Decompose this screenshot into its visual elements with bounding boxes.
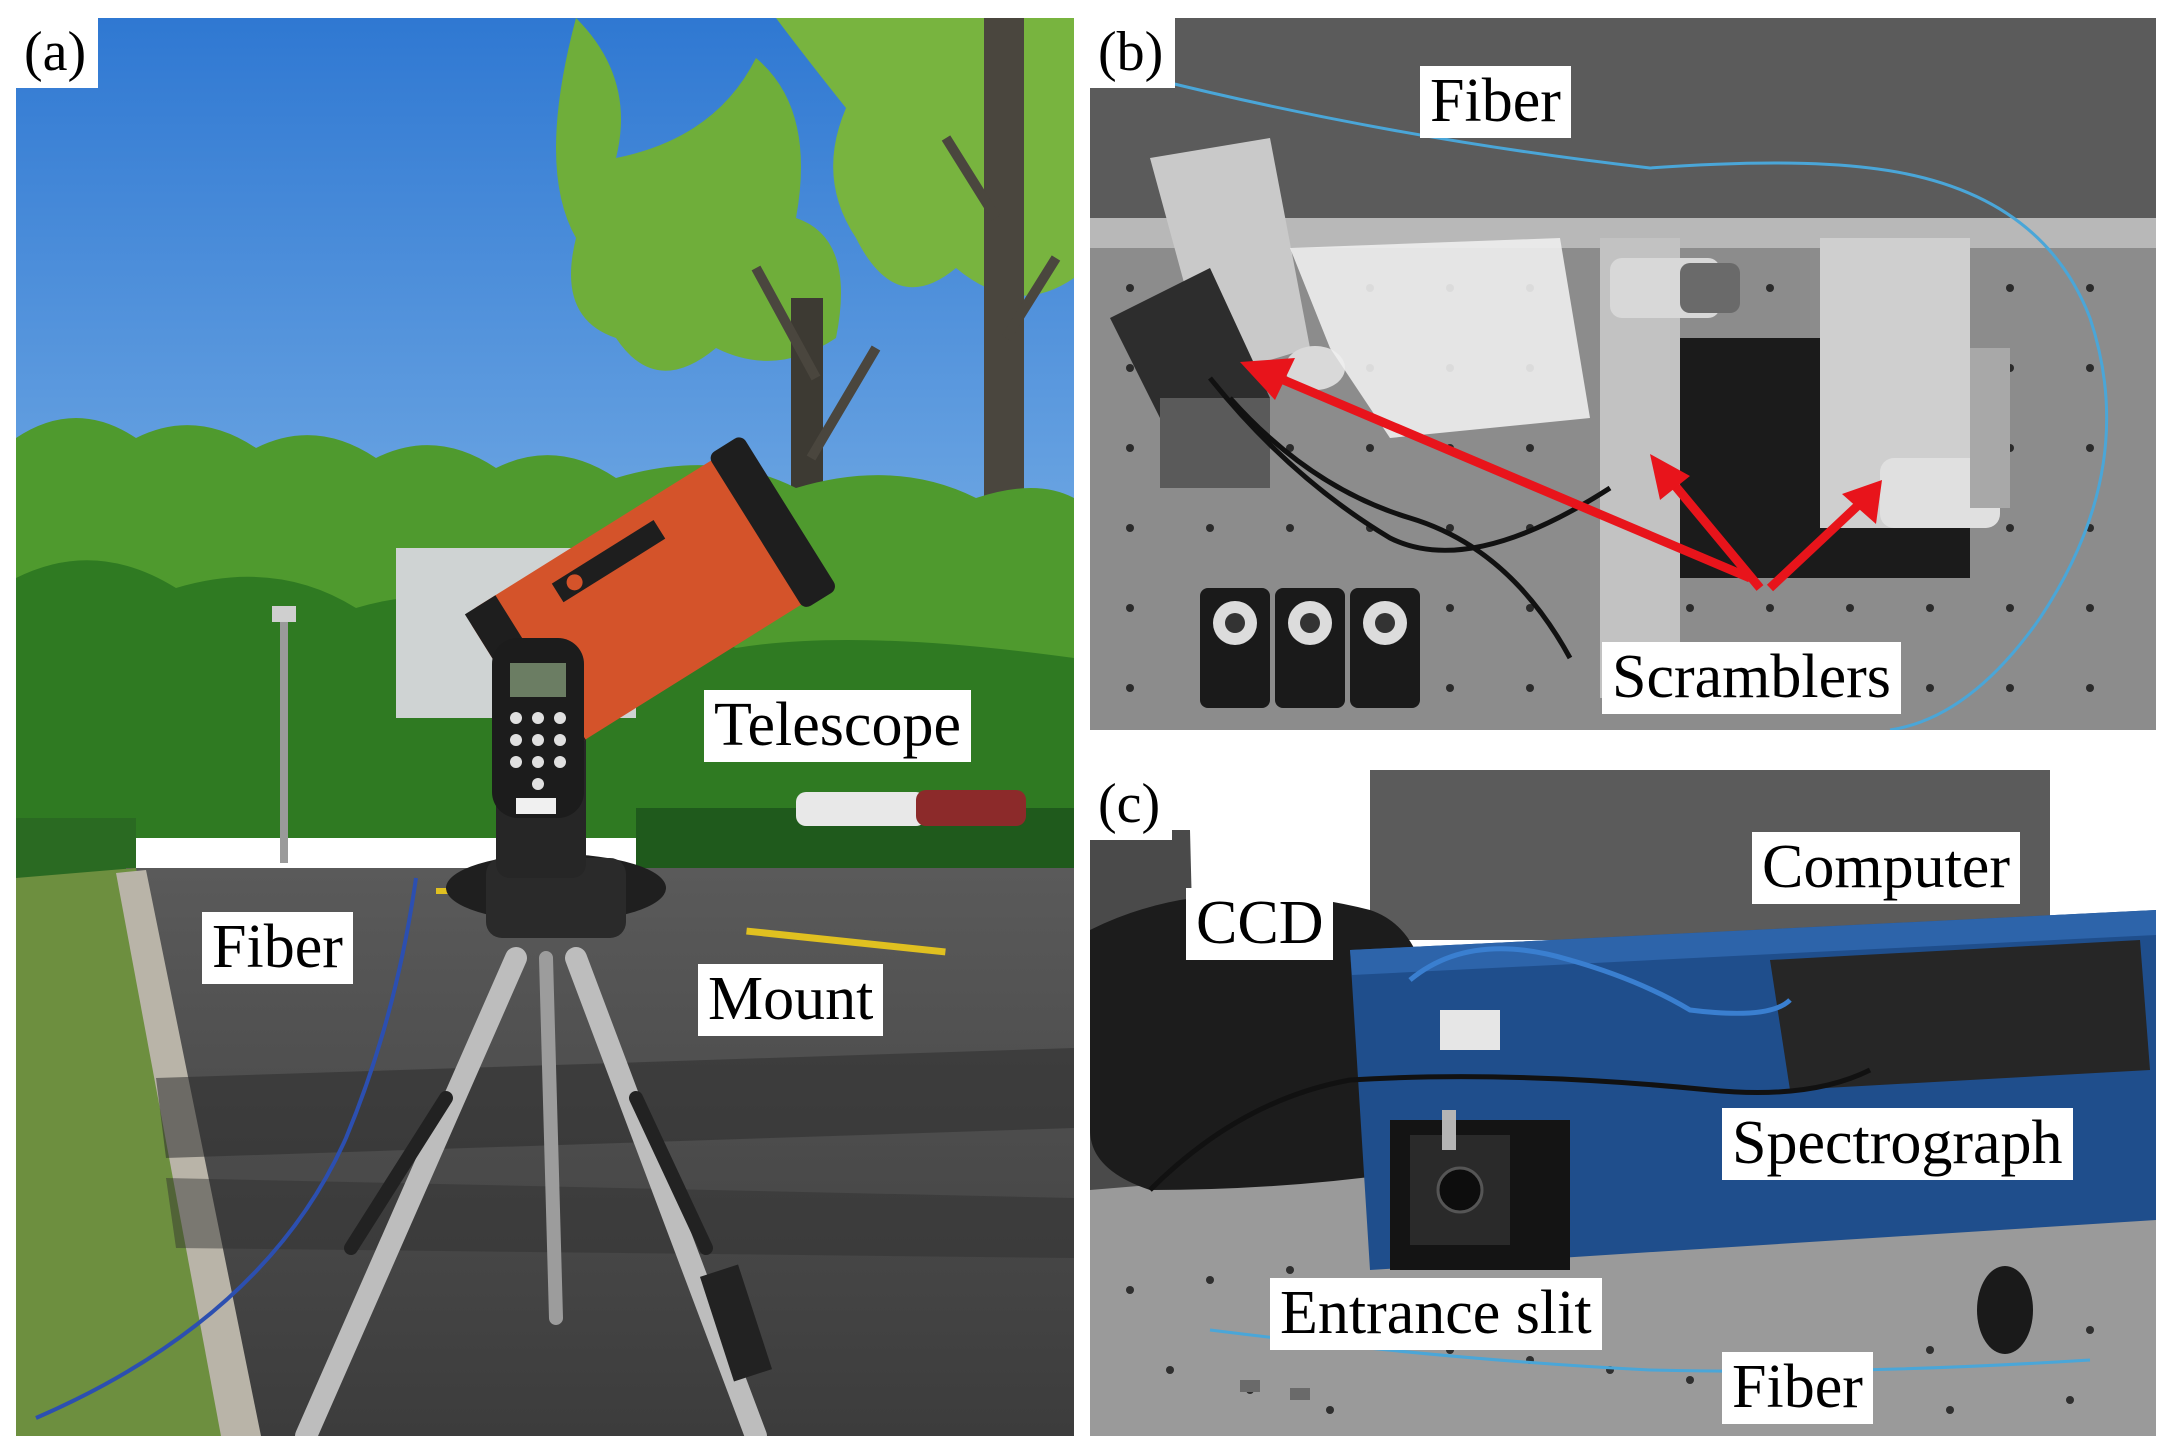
fiber-cable — [35, 877, 418, 1420]
entrance-slit-module — [1390, 1110, 1570, 1270]
scrambler-rig-2 — [1820, 238, 2010, 528]
fiber-label-b: Fiber — [1420, 66, 1571, 138]
tall-trees — [556, 18, 1074, 818]
panel-c-spectrograph-photo: (c) Computer CCD Spectrograph Entrance s… — [1090, 770, 2156, 1436]
scrambler-setup-illustration — [1090, 18, 2156, 730]
laptop — [1770, 940, 2150, 1090]
motor-controllers — [1200, 588, 1420, 708]
parked-car — [796, 792, 926, 826]
hand-controller — [492, 638, 584, 818]
paper-sheet — [1290, 238, 1590, 438]
mount-label: Mount — [698, 964, 884, 1036]
entrance-slit-label: Entrance slit — [1270, 1278, 1602, 1350]
fiber-label-a: Fiber — [202, 912, 353, 984]
fiber-label-c: Fiber — [1722, 1352, 1873, 1424]
ccd-label: CCD — [1186, 888, 1334, 960]
panel-b-letter: (b) — [1090, 18, 1176, 88]
outdoor-scene-illustration — [16, 18, 1074, 1436]
scramblers-label: Scramblers — [1602, 642, 1901, 714]
computer-label: Computer — [1752, 832, 2020, 904]
scrambler-arrows — [1240, 358, 1882, 592]
lamp-post — [280, 618, 288, 863]
tripod — [295, 947, 773, 1436]
grass-verge — [16, 868, 246, 1436]
spectrograph-label: Spectrograph — [1722, 1108, 2073, 1180]
panel-a-letter: (a) — [16, 18, 99, 88]
panel-b-scrambler-photo: (b) Fiber Scramblers — [1090, 18, 2156, 730]
fiber-cable — [1149, 76, 2109, 730]
panel-a-telescope-photo: (a) Telescope Fiber Mount — [16, 18, 1074, 1436]
mouse — [1977, 1266, 2033, 1354]
telescope-label: Telescope — [704, 690, 971, 762]
ccd-cloth-cover — [1090, 894, 1430, 1190]
panel-c-letter: (c) — [1090, 770, 1173, 840]
left-scrambler-mount — [1110, 138, 1345, 488]
